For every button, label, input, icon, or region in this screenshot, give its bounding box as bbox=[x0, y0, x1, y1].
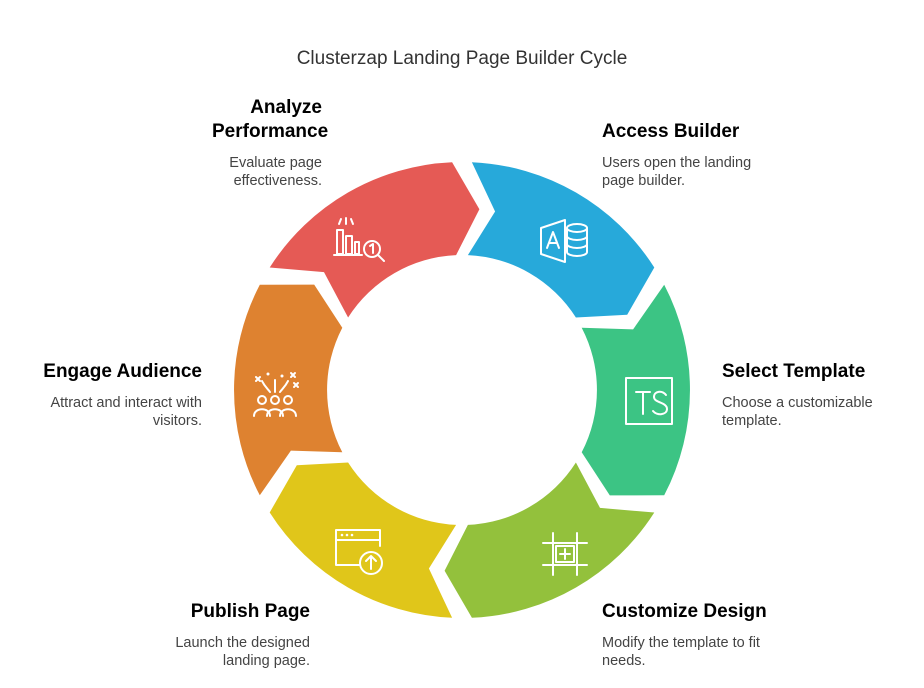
step-title: Engage Audience bbox=[43, 361, 202, 382]
ring-segment-2 bbox=[581, 284, 690, 496]
step-desc: Modify the template to fit needs. bbox=[602, 635, 760, 669]
step-title: Analyze Performance bbox=[212, 97, 329, 142]
step-desc: Attract and interact with visitors. bbox=[50, 395, 202, 429]
step-analyze-performance: Analyze Performance Evaluate page effect… bbox=[152, 96, 329, 190]
step-title: Customize Design bbox=[602, 601, 767, 622]
step-desc: Users open the landing page builder. bbox=[602, 155, 752, 189]
step-desc: Launch the designed landing page. bbox=[175, 635, 310, 669]
browser-upload-icon bbox=[335, 529, 383, 575]
design-frame-plus-icon bbox=[542, 532, 588, 576]
diagram-title: Clusterzap Landing Page Builder Cycle bbox=[296, 48, 628, 69]
ring-segment-6 bbox=[269, 162, 480, 318]
builder-database-icon bbox=[540, 219, 588, 263]
chart-magnifier-icon bbox=[333, 217, 385, 262]
step-publish-page: Publish Page Launch the designed landing… bbox=[120, 600, 310, 670]
audience-people-icon bbox=[253, 372, 299, 417]
step-customize-design: Customize Design Modify the template to … bbox=[602, 600, 802, 670]
step-title: Publish Page bbox=[190, 601, 310, 622]
ring-segment-1 bbox=[467, 162, 655, 318]
ring-segment-5 bbox=[234, 284, 343, 496]
step-engage-audience: Engage Audience Attract and interact wit… bbox=[12, 360, 202, 430]
ring-segment-3 bbox=[444, 462, 655, 618]
step-title: Access Builder bbox=[602, 121, 740, 142]
step-title: Select Template bbox=[722, 361, 866, 382]
template-ts-icon bbox=[625, 377, 673, 425]
step-desc: Evaluate page effectiveness. bbox=[229, 155, 322, 189]
step-select-template: Select Template Choose a customizable te… bbox=[722, 360, 912, 430]
step-desc: Choose a customizable template. bbox=[722, 395, 873, 429]
step-access-builder: Access Builder Users open the landing pa… bbox=[602, 120, 802, 190]
